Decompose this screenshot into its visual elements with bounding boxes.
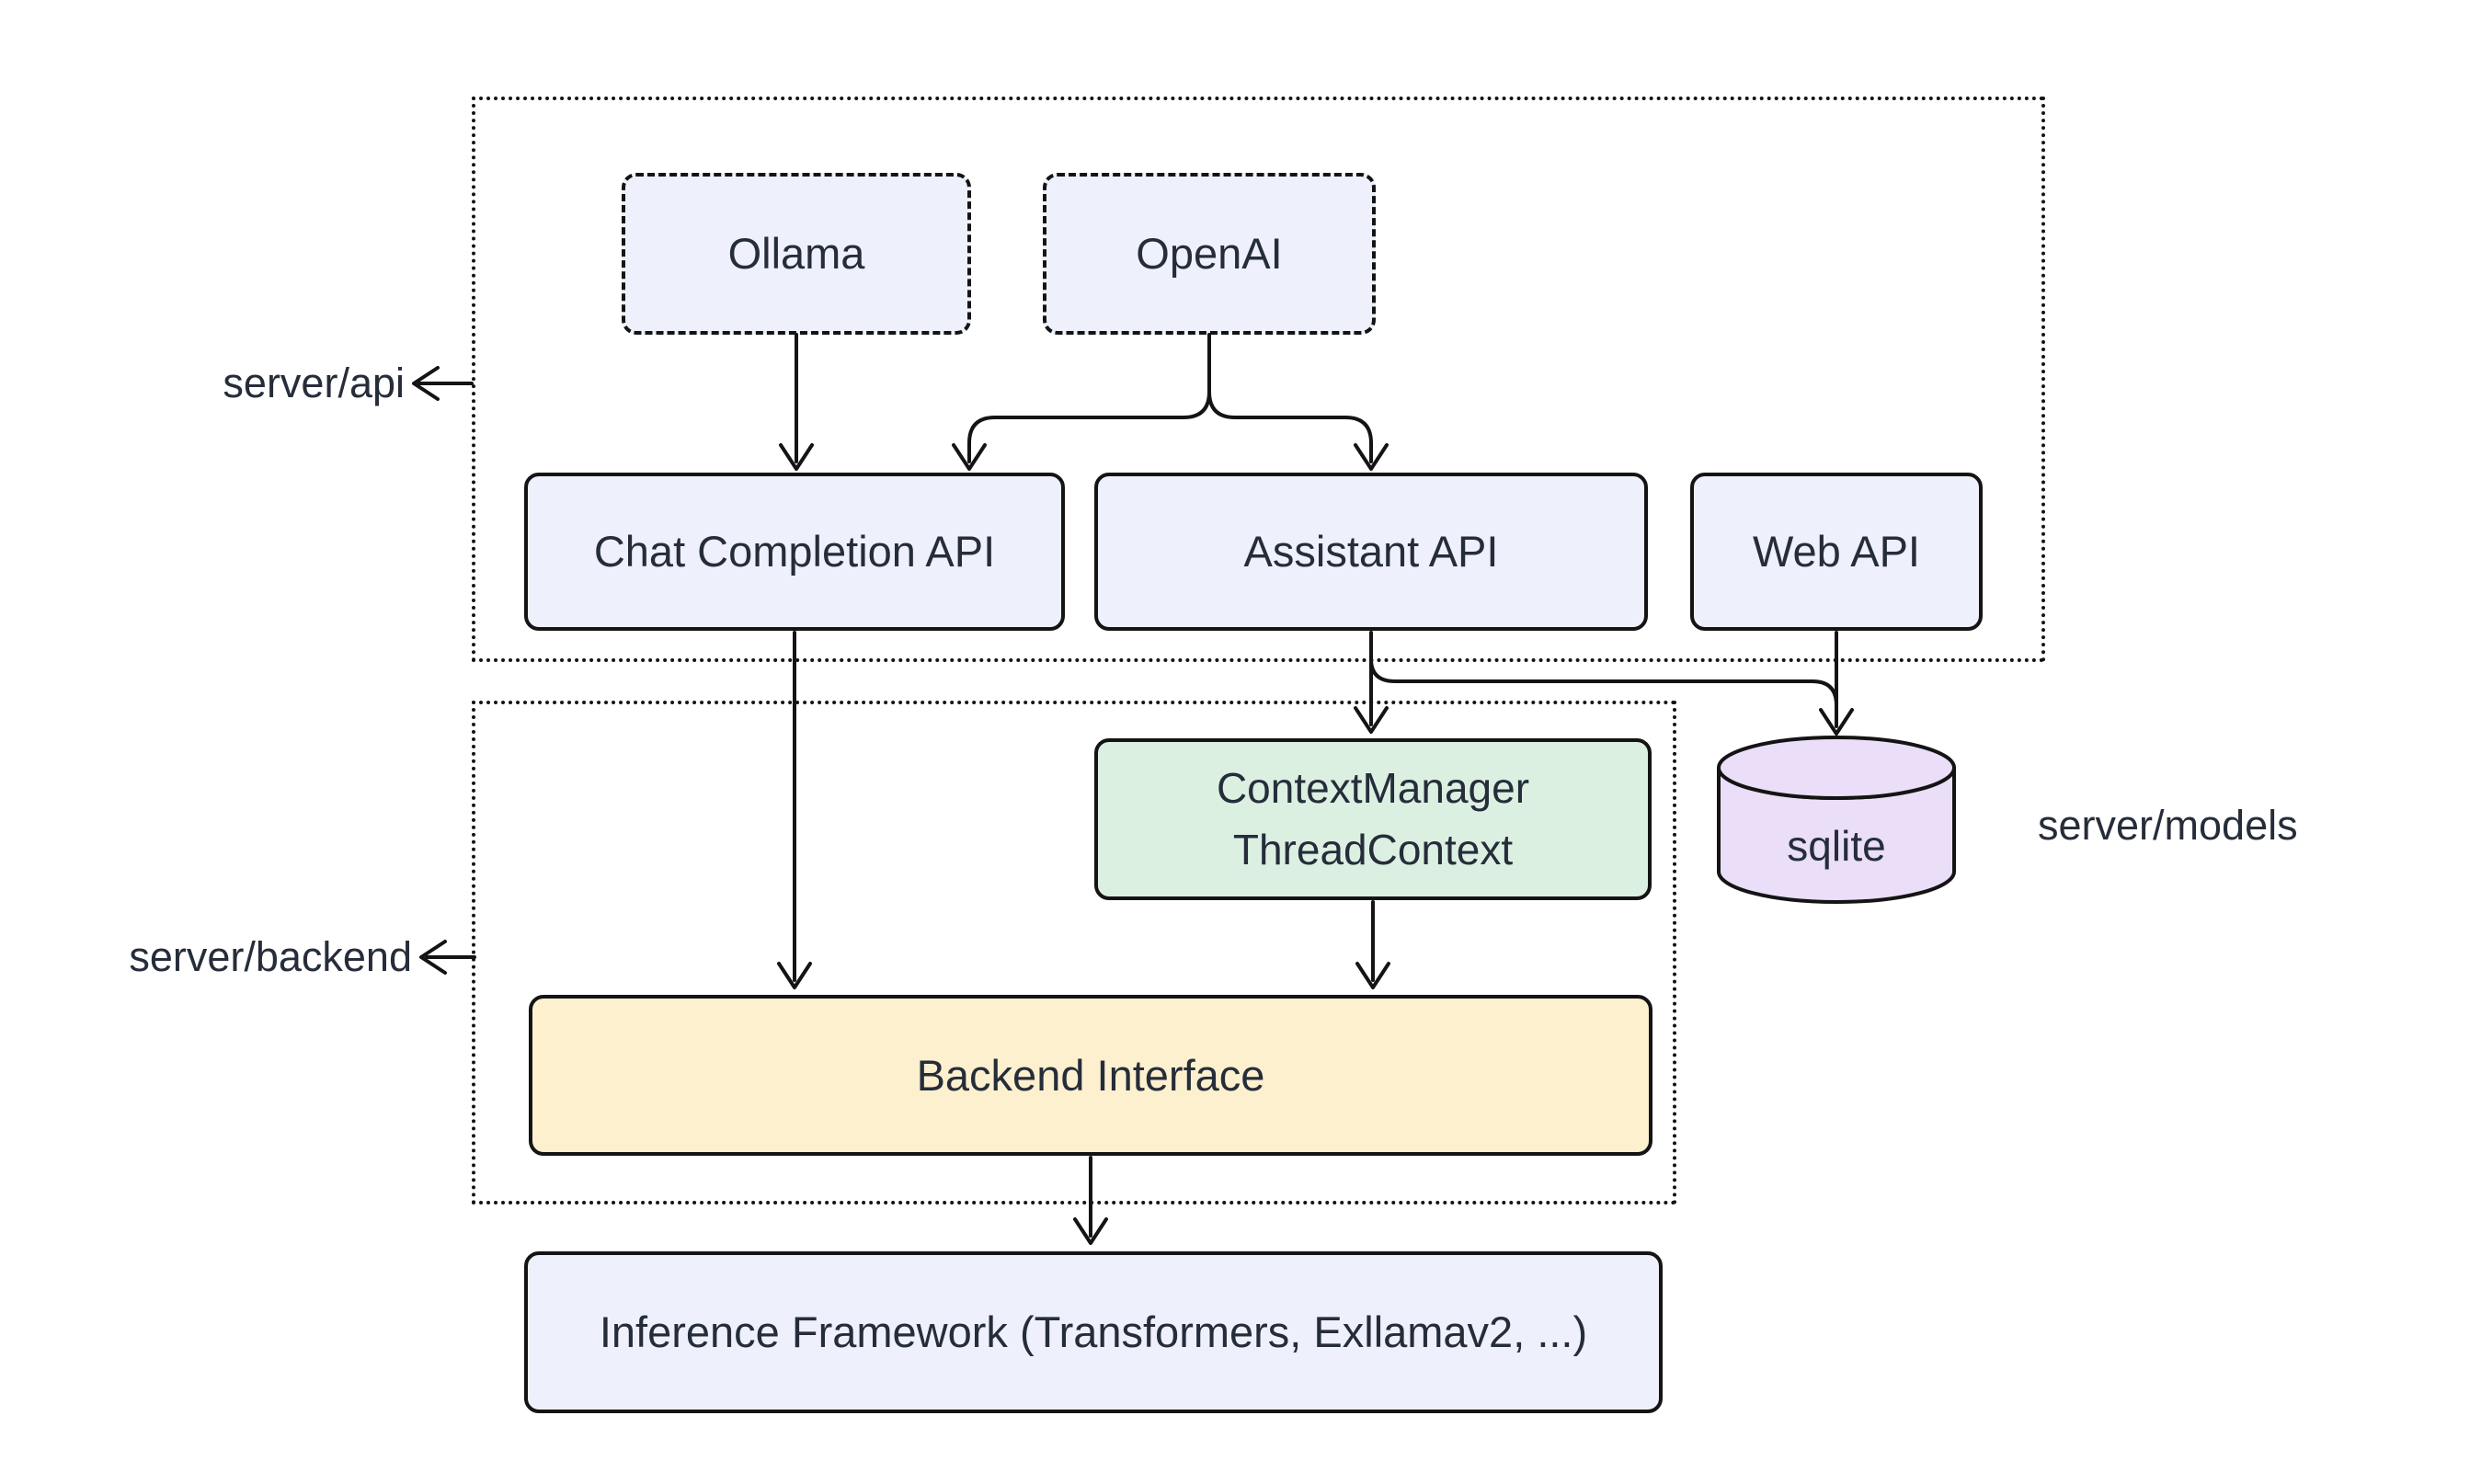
node-ollama-label: Ollama (727, 229, 865, 279)
node-sqlite-label: sqlite (1787, 822, 1886, 870)
node-context-manager-line1: ContextManager (1216, 764, 1530, 812)
node-backend-interface-label: Backend Interface (916, 1050, 1265, 1100)
node-context-manager: ContextManager ThreadContext (1094, 738, 1652, 900)
node-context-manager-line2: ThreadContext (1232, 826, 1514, 873)
sqlite-cylinder-top (1717, 736, 1956, 800)
node-chat-completion-api: Chat Completion API (524, 473, 1065, 631)
node-chat-completion-api-label: Chat Completion API (593, 527, 996, 576)
node-assistant-api: Assistant API (1094, 473, 1648, 631)
node-sqlite-label-box: sqlite (1719, 800, 1954, 892)
label-server-models: server/models (2038, 802, 2298, 849)
arrowhead-down-icon (1819, 708, 1854, 736)
arrowhead-left-icon (419, 940, 447, 975)
annotation-arrow-server-api (412, 366, 474, 401)
node-inference-framework: Inference Framework (Transformers, Exlla… (524, 1251, 1663, 1413)
node-assistant-api-label: Assistant API (1243, 527, 1499, 576)
node-web-api: Web API (1690, 473, 1983, 631)
arrowhead-left-icon (412, 366, 440, 401)
arrowhead-down-icon (1073, 1217, 1108, 1245)
group-server-api (472, 97, 2045, 662)
node-backend-interface: Backend Interface (529, 995, 1652, 1156)
node-inference-framework-label: Inference Framework (Transformers, Exlla… (599, 1307, 1588, 1357)
node-ollama: Ollama (622, 173, 971, 335)
group-server-backend (472, 701, 1676, 1204)
label-server-api: server/api (223, 360, 405, 406)
node-openai-label: OpenAI (1136, 229, 1283, 279)
label-server-backend: server/backend (129, 933, 412, 980)
annotation-arrow-server-backend (419, 940, 476, 975)
node-web-api-label: Web API (1752, 527, 1920, 576)
node-openai: OpenAI (1043, 173, 1376, 335)
